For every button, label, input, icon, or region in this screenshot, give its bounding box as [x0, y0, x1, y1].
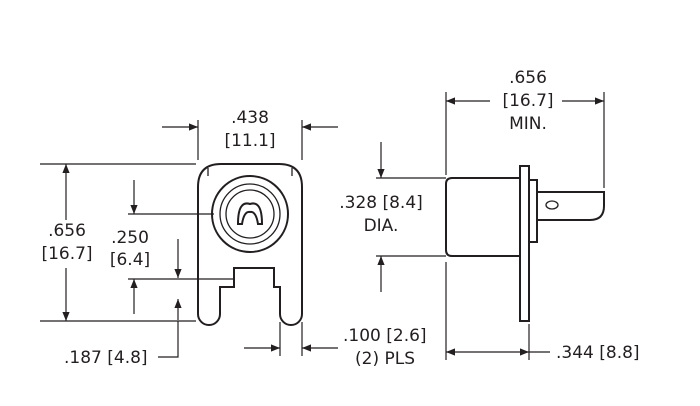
- pin-width-label: .100 [2.6]: [343, 326, 427, 346]
- dim-pin-width: .100 [2.6] (2) PLS: [244, 322, 427, 369]
- jack-outer-ring: [211, 175, 289, 253]
- jack-inner-ring: [219, 183, 281, 245]
- jack-socket: [225, 189, 275, 239]
- center-height-mm-label: [6.4]: [110, 250, 150, 270]
- side-lug: [536, 191, 605, 221]
- side-view: [445, 165, 605, 322]
- dim-pin-offset: .187 [4.8]: [64, 239, 182, 368]
- diameter-label: .328 [8.4]: [339, 193, 423, 213]
- height-in-label: .656: [48, 221, 86, 241]
- jack-contact: [236, 202, 264, 225]
- dim-height: .656 [16.7]: [40, 163, 196, 322]
- diameter-note-label: DIA.: [364, 216, 399, 236]
- front-view: [197, 163, 303, 326]
- side-length-note-label: MIN.: [509, 114, 547, 134]
- pin-qty-label: (2) PLS: [355, 349, 415, 369]
- pin-offset-label: .187 [4.8]: [64, 348, 148, 368]
- side-length-mm-label: [16.7]: [502, 91, 553, 111]
- side-length-in-label: .656: [509, 68, 547, 88]
- dim-depth: .344 [8.8]: [445, 262, 640, 363]
- dim-center-height: .250 [6.4]: [110, 180, 234, 314]
- height-mm-label: [16.7]: [41, 244, 92, 264]
- dim-diameter: .328 [8.4] DIA.: [339, 142, 446, 292]
- depth-label: .344 [8.8]: [556, 343, 640, 363]
- width-mm-label: [11.1]: [224, 131, 275, 151]
- dim-side-length: .656 [16.7] MIN.: [445, 68, 605, 188]
- side-flange: [519, 165, 530, 322]
- side-hub: [528, 179, 538, 243]
- dim-width: .438 [11.1]: [162, 108, 338, 160]
- side-lug-hole: [545, 200, 559, 210]
- center-height-in-label: .250: [111, 228, 149, 248]
- side-barrel: [445, 177, 521, 257]
- width-in-label: .438: [231, 108, 269, 128]
